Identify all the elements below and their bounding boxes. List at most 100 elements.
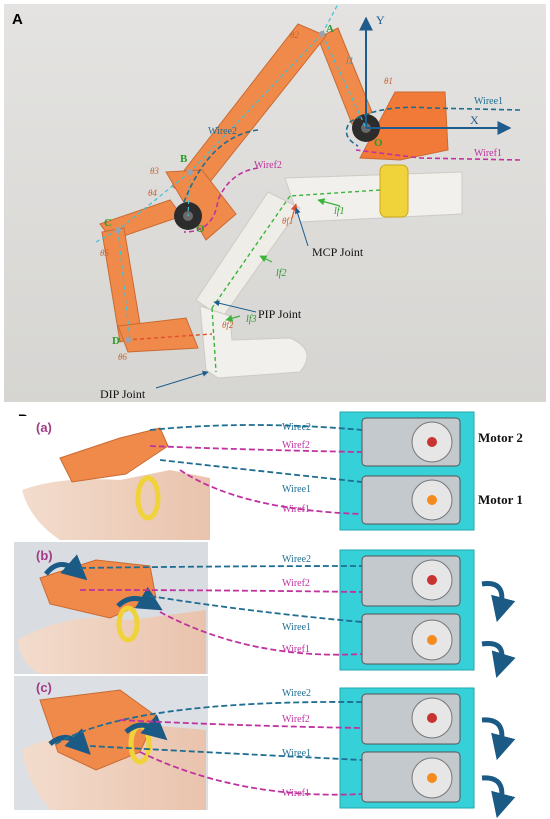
wire-e1-a bbox=[159, 459, 363, 483]
point-o2-label: O bbox=[196, 223, 205, 235]
centerline-b-c bbox=[117, 171, 191, 231]
angle-theta2: θ2 bbox=[290, 30, 299, 40]
motor-rotate-b2 bbox=[481, 581, 516, 623]
label-f2-c: Wiref2 bbox=[282, 714, 310, 725]
wire-e1-label: Wiree1 bbox=[474, 96, 503, 107]
wires-a bbox=[149, 424, 363, 515]
dip-joint-label: DIP Joint bbox=[100, 387, 146, 401]
angle-theta6: θ6 bbox=[118, 352, 127, 362]
point-c-dot bbox=[115, 227, 121, 233]
wire-f2-label: Wiref2 bbox=[254, 160, 282, 171]
link-d-tip bbox=[117, 317, 199, 353]
finger-line-distal bbox=[211, 307, 217, 373]
wire-e2-label: Wiree2 bbox=[208, 126, 237, 137]
hand-b bbox=[18, 610, 206, 674]
length-lf2: lf2 bbox=[276, 268, 287, 279]
wire-f1-b bbox=[159, 611, 363, 656]
photo-b: (b) bbox=[14, 542, 208, 674]
point-b-dot bbox=[187, 169, 193, 175]
point-a-label: A bbox=[326, 23, 334, 35]
centerline-b-o2 bbox=[187, 171, 191, 217]
wire-f2-c bbox=[119, 719, 363, 729]
label-f1-c: Wiref1 bbox=[282, 788, 310, 799]
angle-theta-f2: θf2 bbox=[222, 320, 234, 330]
wire-f1-label: Wiref1 bbox=[474, 148, 502, 159]
motor-block-1: Motor 2 Motor 1 bbox=[339, 411, 523, 531]
finger-model bbox=[195, 171, 463, 379]
wire-e1-b bbox=[149, 595, 363, 623]
label-f1-a: Wiref1 bbox=[282, 504, 310, 515]
label-e1-c: Wiree1 bbox=[282, 748, 311, 759]
point-d-label: D bbox=[112, 335, 120, 347]
motor2-label: Motor 2 bbox=[478, 430, 523, 445]
label-e1-a: Wiree1 bbox=[282, 484, 311, 495]
wire-f2-b bbox=[79, 589, 363, 593]
sub-a-label: (a) bbox=[36, 420, 52, 435]
sub-c-label: (c) bbox=[36, 680, 52, 695]
point-a-dot bbox=[319, 31, 325, 37]
panel-b: B (a) (b) (c) bbox=[14, 411, 523, 819]
motor-block-3 bbox=[339, 687, 516, 819]
finger-distal bbox=[199, 305, 308, 379]
dip-pointer bbox=[155, 370, 209, 389]
strap-b bbox=[116, 605, 140, 643]
panel-a-letter: A bbox=[12, 11, 23, 28]
angle-theta5: θ5 bbox=[100, 248, 109, 258]
wire-e2-path bbox=[183, 129, 259, 203]
rotate-arrow-c2 bbox=[124, 714, 168, 741]
servo-2-hub bbox=[427, 437, 437, 447]
wire-e1-c bbox=[89, 745, 363, 761]
axis-y-label: Y bbox=[376, 13, 385, 27]
mcp-pointer bbox=[294, 207, 309, 247]
finger-line-middle bbox=[211, 195, 291, 309]
wire-e2-a bbox=[149, 424, 363, 431]
wires-b bbox=[79, 565, 363, 656]
label-e1-b: Wiree1 bbox=[282, 622, 311, 633]
pip-joint-label: PIP Joint bbox=[258, 307, 302, 321]
servo-2b-hub bbox=[427, 575, 437, 585]
dip-reference-line bbox=[125, 333, 213, 341]
servo-1c-hub bbox=[427, 773, 437, 783]
wire-e2-b bbox=[79, 565, 363, 569]
rotate-arrow-c1 bbox=[48, 728, 91, 755]
photo-c: (c) bbox=[14, 676, 208, 810]
label-e2-c: Wiree2 bbox=[282, 688, 311, 699]
point-o1-label: O bbox=[374, 137, 383, 149]
motor-block-2 bbox=[339, 549, 516, 678]
centerline-c-d bbox=[117, 229, 131, 341]
rotate-arrow-b2 bbox=[116, 586, 163, 611]
wire-f2-a bbox=[149, 445, 363, 453]
axis-x-label: X bbox=[470, 113, 479, 127]
servo-1b-hub bbox=[427, 635, 437, 645]
length-l1: l1 bbox=[346, 56, 354, 67]
wire-f1-c bbox=[139, 751, 363, 796]
sub-b-label: (b) bbox=[36, 548, 53, 563]
motor-rotate-b1 bbox=[481, 640, 516, 678]
finger-proximal bbox=[284, 171, 463, 223]
angle-theta3: θ3 bbox=[150, 166, 159, 176]
theta-f1-arrow bbox=[290, 203, 298, 219]
wire-e1-path bbox=[345, 106, 521, 147]
yellow-strap bbox=[379, 164, 409, 218]
label-f2-a: Wiref2 bbox=[282, 440, 310, 451]
lf2-arrow bbox=[259, 255, 273, 263]
hand-a bbox=[22, 470, 210, 540]
wires-c bbox=[55, 701, 363, 796]
wire-f1-a bbox=[179, 469, 363, 515]
rotate-arrow-b1 bbox=[44, 554, 88, 581]
panel-a: A Y X bbox=[4, 3, 546, 402]
base-mount bbox=[359, 91, 449, 161]
lf1-arrow bbox=[317, 198, 341, 207]
label-e2-b: Wiree2 bbox=[282, 554, 311, 565]
point-d-dot bbox=[125, 337, 131, 343]
angle-theta-f1: θf1 bbox=[282, 216, 293, 226]
exoskeleton-links bbox=[99, 23, 449, 353]
point-c-label: C bbox=[104, 217, 112, 229]
mcp-joint-label: MCP Joint bbox=[312, 245, 364, 259]
kinematic-points bbox=[115, 31, 325, 343]
wire-f1-path bbox=[355, 149, 521, 161]
centerline-a-b bbox=[189, 33, 323, 173]
strap-a bbox=[135, 475, 161, 521]
